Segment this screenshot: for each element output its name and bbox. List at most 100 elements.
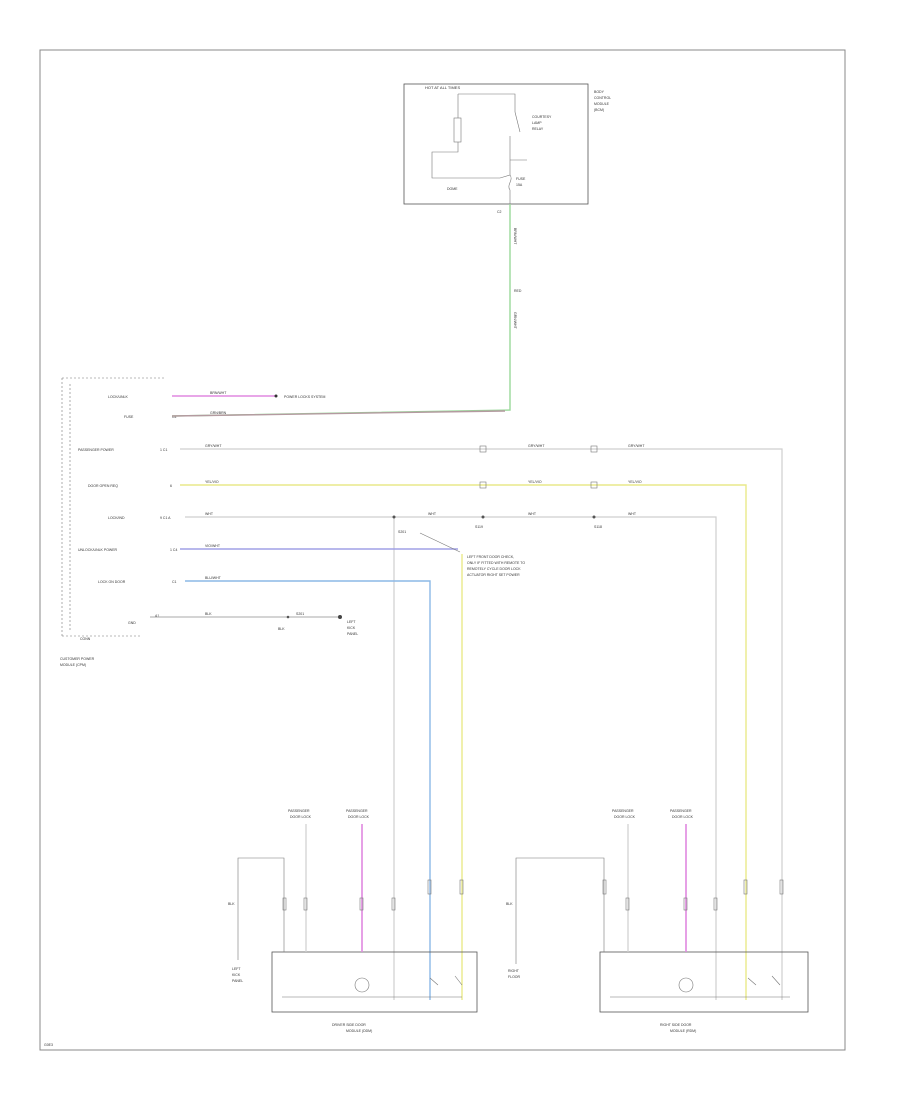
- left-door-gnd-dest-1: LEFT: [232, 967, 241, 971]
- fuse-symbol: [508, 174, 512, 204]
- right-door-top-1b: DOOR LOCK: [614, 815, 636, 819]
- fuse-relay-box: HOT AT ALL TIMES BODY CONTROL MODULE (BC…: [403, 83, 611, 214]
- right-door-top-2a: PASSENGER: [670, 809, 692, 813]
- pin-code-5: 1 C4: [170, 548, 177, 552]
- bcm-wires: BRN/WHT POWER LOCKS SYSTEM GRN/BRN GRY/W…: [150, 391, 783, 1000]
- wire-lock-unlk-arrow: [274, 394, 278, 398]
- fuse-wire-top: BRN/WHT: [513, 228, 517, 245]
- gnd-end-dot: [338, 615, 342, 619]
- fuse-label: FUSE: [516, 177, 526, 181]
- bcm-outline-dashed: [61, 377, 165, 637]
- right-door-module: BLK RIGHT FLOOR PASSENGER DOOR LOCK PASS…: [506, 809, 809, 1033]
- splice-b-2: [590, 481, 598, 489]
- right-door-top-1a: PASSENGER: [612, 809, 634, 813]
- pin-label-0: LOCK/UNLK: [108, 395, 129, 399]
- relay-coil-leads: [431, 94, 500, 179]
- fuse-feed-wire: [171, 204, 511, 417]
- left-door-gnd-label: BLK: [228, 902, 235, 906]
- power-locks-dest: POWER LOCKS SYSTEM: [284, 395, 326, 399]
- wire-label-4c: WHT: [528, 512, 537, 516]
- stub-r3: [683, 897, 688, 911]
- pin-label-5: UNLOCK/UNLK POWER: [78, 548, 118, 552]
- wire-label-3c: YEL/VIO: [628, 480, 642, 484]
- stub-r6: [779, 879, 784, 895]
- bcm-side-label-2: CONTROL: [594, 96, 611, 100]
- pin-label-1: FUSE: [124, 415, 134, 419]
- left-door-lamp: [354, 977, 370, 993]
- bcm-side-label-1: BODY: [594, 90, 605, 94]
- right-door-title-2: MODULE (RDM): [670, 1029, 696, 1033]
- wire-lock-ind: [185, 516, 717, 1000]
- pin-code-1: C4: [172, 415, 177, 419]
- wire-label-7: BLK: [205, 612, 212, 616]
- left-door-module: BLK LEFT KICK PANEL PASSENGER DOOR LOCK …: [228, 809, 478, 1033]
- gnd-dest-2: KICK: [347, 626, 356, 630]
- stub-l4: [391, 897, 396, 911]
- stub-l6: [459, 879, 464, 895]
- wire-label-3b: YEL/VIO: [528, 480, 542, 484]
- stub-l1: [282, 897, 287, 911]
- pin-label-4: LOCK/IND: [108, 516, 125, 520]
- right-door-box: [599, 951, 809, 1013]
- right-door-gnd-dest-1: RIGHT: [508, 969, 520, 973]
- fuse-wire-bottom: GRN/WHT: [513, 312, 517, 330]
- note-line-2: ONLY IF FITTED WITH REMOTE TO: [467, 561, 525, 565]
- wire-label-5: VIO/WHT: [205, 544, 221, 548]
- note-line-4: ACTUATOR RIGHT SET POWER: [467, 573, 520, 577]
- splice-b-1: [590, 445, 598, 453]
- splice-markers: S119 S118 S201: [392, 445, 602, 553]
- wire-label-2: GRY/WHT: [205, 444, 222, 448]
- wire-label-4b: WHT: [428, 512, 437, 516]
- wire-label-1: GRN/BRN: [210, 411, 227, 415]
- splice-dot-c: [392, 515, 396, 519]
- left-door-top-2b: DOOR LOCK: [348, 815, 370, 819]
- splice-label-b: S118: [594, 525, 602, 529]
- wire-label-4: WHT: [205, 512, 214, 516]
- bcm-side-label-3: MODULE: [594, 102, 610, 106]
- left-door-box: [271, 951, 478, 1013]
- bcm-title-2: MODULE (CPM): [60, 663, 86, 667]
- relay-label-1: COURTESY: [532, 115, 552, 119]
- stub-r2: [625, 897, 630, 911]
- fuse-amps: 15A: [516, 183, 523, 187]
- right-door-top-2b: DOOR LOCK: [672, 815, 694, 819]
- splice-label-a: S119: [475, 525, 483, 529]
- note-block: LEFT FRONT DOOR CHECK, ONLY IF FITTED WI…: [467, 555, 525, 577]
- wire-label-2c: GRY/WHT: [628, 444, 645, 448]
- gnd-splice-label: S201: [296, 612, 304, 616]
- wire-label-4d: WHT: [628, 512, 637, 516]
- bcm-side-label-4: (BCM): [594, 108, 604, 112]
- pin-code-4: 9 C1 A: [160, 516, 171, 520]
- gnd-wire-label: BLK: [278, 627, 285, 631]
- pin-code-7: A1: [155, 614, 159, 618]
- stub-r1: [602, 879, 607, 895]
- connector-stubs: [282, 879, 784, 911]
- pin-label-7: GND: [128, 621, 136, 625]
- wire-label-6: BLU/WHT: [205, 576, 222, 580]
- wire-lock-door: [185, 580, 431, 1000]
- fuse-connector: C2: [497, 210, 502, 214]
- bcm-title-1: CUSTOMER POWER: [60, 657, 95, 661]
- fuse-box-title: HOT AT ALL TIMES: [425, 85, 460, 90]
- bcm-bottom-label: CONN: [80, 637, 91, 641]
- wire-label-3: YEL/VIO: [205, 480, 219, 484]
- relay-switch: [499, 111, 527, 179]
- footer-code: G0E3: [44, 1043, 53, 1047]
- right-door-gnd-dest-2: FLOOR: [508, 975, 521, 979]
- diagram-frame: [39, 49, 846, 1051]
- left-door-gnd-path: [237, 857, 285, 952]
- left-door-switch: [429, 975, 463, 986]
- wire-door-open: [180, 484, 747, 1000]
- left-door-gnd-dest-2: KICK: [232, 973, 241, 977]
- right-door-title-1: RIGHT SIDE DOOR: [660, 1023, 692, 1027]
- stub-l5: [427, 879, 432, 895]
- wire-label-0: BRN/WHT: [210, 391, 227, 395]
- left-door-gnd-dest-3: PANEL: [232, 979, 243, 983]
- gnd-dest-1: LEFT: [347, 620, 356, 624]
- left-door-top-2a: PASSENGER: [346, 809, 368, 813]
- splice-dot-a: [481, 515, 485, 519]
- pin-code-2: 1 C1: [160, 448, 167, 452]
- wire-pass-power: [180, 448, 783, 1000]
- bcm-pin-labels: LOCK/UNLK FUSE PASSENGER POWER DOOR OPEN…: [78, 395, 177, 625]
- right-door-lamp: [678, 977, 694, 993]
